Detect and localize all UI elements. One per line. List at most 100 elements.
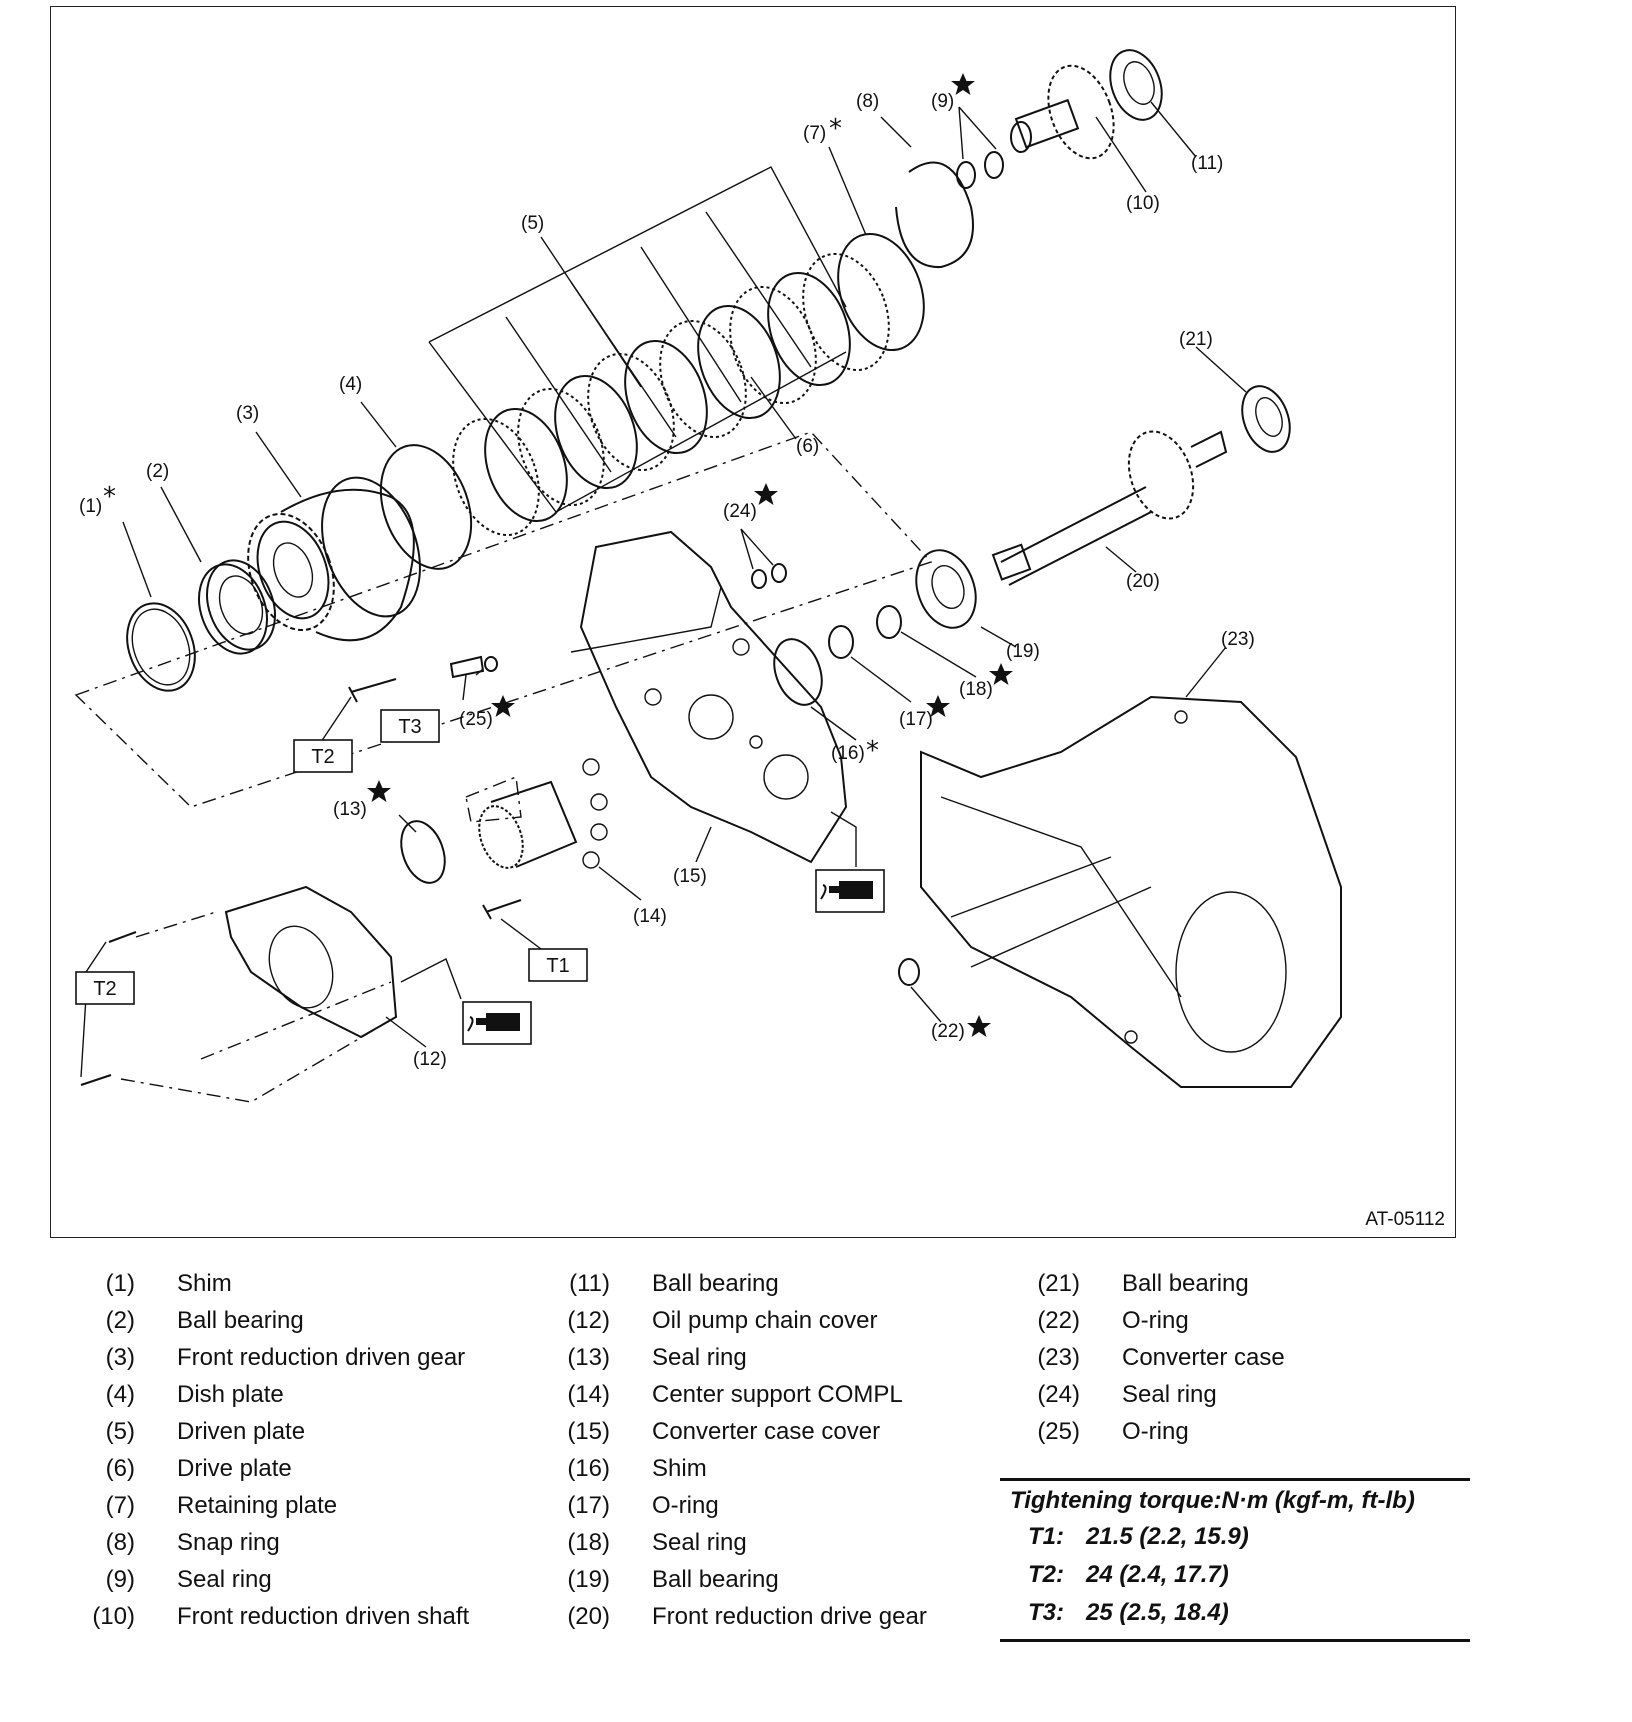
legend-item-number: (15) (567, 1418, 610, 1445)
part-oil-pump-chain-cover-12 (120, 885, 398, 1103)
callout-19: (19) (1006, 641, 1040, 662)
legend-item-name: Front reduction driven shaft (177, 1603, 470, 1630)
sealant-icon (815, 869, 885, 913)
part-retaining-plate-7 (837, 232, 925, 352)
legend-item-name: Seal ring (652, 1344, 747, 1371)
callout-22: (22) (931, 1021, 965, 1042)
alignment-line-upper (74, 431, 933, 808)
legend-item-number: (14) (567, 1381, 610, 1408)
callout-14: (14) (633, 906, 667, 927)
star-mark-icon (967, 1015, 991, 1037)
part-shim-16 (773, 638, 823, 706)
torque-key: T2: (1028, 1561, 1064, 1588)
legend-item-number: (5) (105, 1418, 135, 1445)
torque-value: 25 (2.5, 18.4) (1086, 1599, 1229, 1626)
legend-item-name: Drive plate (177, 1455, 292, 1482)
legend-item-name: Ball bearing (652, 1566, 779, 1593)
legend-item-number: (17) (567, 1492, 610, 1519)
svg-text:T1: T1 (546, 955, 569, 977)
torque-tag-t3: T3 (380, 709, 440, 743)
legend-item-number: (22) (1037, 1307, 1080, 1334)
leader-lines (80, 101, 1247, 1078)
part-driven-shaft-10 (1010, 64, 1115, 160)
part-ball-bearing-11 (1109, 49, 1163, 121)
part-seal-ring-24b (771, 563, 787, 583)
callout-5: (5) (521, 213, 544, 234)
legend-item-number: (25) (1037, 1418, 1080, 1445)
part-seal-ring-24a (751, 569, 767, 589)
asterisk-mark-icon: * (829, 114, 842, 144)
callout-21: (21) (1179, 329, 1213, 350)
part-converter-case-cover-15 (570, 530, 848, 864)
legend-item-name: O-ring (1122, 1307, 1189, 1334)
part-seal-ring-13 (400, 820, 446, 884)
legend-item-name: Ball bearing (652, 1270, 779, 1297)
legend-item-name: Oil pump chain cover (652, 1307, 878, 1334)
part-plate-stack (428, 166, 890, 537)
part-seal-ring-9a (956, 161, 976, 189)
legend-item-name: Converter case cover (652, 1418, 881, 1445)
svg-text:T2: T2 (311, 746, 334, 768)
torque-value: 21.5 (2.2, 15.9) (1086, 1523, 1249, 1550)
callout-8: (8) (856, 91, 879, 112)
part-center-support-14 (465, 758, 608, 869)
part-drive-gear-20 (991, 430, 1228, 586)
part-snap-ring-8 (895, 161, 974, 269)
parts-legend: (1)Shim(2)Ball bearing(3)Front reduction… (0, 1270, 1632, 1690)
part-ball-bearing-19 (915, 549, 977, 629)
torque-title: Tightening torque:N·m (kgf-m, ft-lb) (1010, 1487, 1415, 1514)
part-ball-bearing-2 (198, 559, 276, 655)
torque-row-t1: T1:21.5 (2.2, 15.9) (1028, 1523, 1249, 1551)
legend-item-number: (21) (1037, 1270, 1080, 1297)
star-mark-icon (367, 780, 391, 802)
torque-tag-t1: T1 (528, 948, 588, 982)
legend-item-number: (23) (1037, 1344, 1080, 1371)
callout-23: (23) (1221, 629, 1255, 650)
legend-item-name: Shim (177, 1270, 232, 1297)
part-seal-ring-9b (984, 151, 1004, 179)
diagram-canvas: (1) (2) (3) (4) (5) (6) (7) (8) (9) (10)… (74, 49, 1342, 1103)
part-dish-plate-4 (379, 444, 473, 570)
torque-value: 24 (2.4, 17.7) (1086, 1561, 1229, 1588)
legend-item-number: (12) (567, 1307, 610, 1334)
callout-24: (24) (723, 501, 757, 522)
legend-item-number: (19) (567, 1566, 610, 1593)
figure-id: AT-05112 (1365, 1209, 1445, 1230)
callout-20: (20) (1126, 571, 1160, 592)
part-seal-ring-18 (876, 605, 902, 639)
callout-3: (3) (236, 403, 259, 424)
legend-item-number: (16) (567, 1455, 610, 1482)
legend-item-number: (11) (569, 1270, 610, 1297)
legend-item-name: Ball bearing (1122, 1270, 1249, 1297)
legend-item-number: (2) (105, 1307, 135, 1334)
legend-item-number: (13) (567, 1344, 610, 1371)
torque-table: Tightening torque:N·m (kgf-m, ft-lb) T1:… (1000, 1478, 1470, 1642)
callout-12: (12) (413, 1049, 447, 1070)
legend-item-number: (7) (105, 1492, 135, 1519)
part-ball-bearing-21 (1241, 385, 1291, 453)
torque-tag-t2-lower: T2 (75, 971, 135, 1005)
part-o-ring-17 (828, 625, 854, 659)
asterisk-mark-icon: * (866, 736, 879, 766)
svg-text:T3: T3 (398, 716, 421, 738)
callout-15: (15) (673, 866, 707, 887)
legend-item-name: Ball bearing (177, 1307, 304, 1334)
callout-2: (2) (146, 461, 169, 482)
legend-item-name: Converter case (1122, 1344, 1285, 1371)
callout-18: (18) (959, 679, 993, 700)
legend-item-name: Seal ring (1122, 1381, 1217, 1408)
legend-item-number: (10) (92, 1603, 135, 1630)
part-o-ring-25 (484, 656, 498, 672)
callout-9: (9) (931, 91, 954, 112)
callout-4: (4) (339, 374, 362, 395)
legend-item-name: Dish plate (177, 1381, 284, 1408)
legend-item-name: Front reduction drive gear (652, 1603, 927, 1630)
svg-text:T2: T2 (93, 978, 116, 1000)
legend-item-name: Shim (652, 1455, 707, 1482)
torque-row-t3: T3:25 (2.5, 18.4) (1028, 1599, 1229, 1627)
bolt-t2-lower-a (108, 931, 137, 943)
legend-item-number: (1) (105, 1270, 135, 1297)
star-mark-icon (491, 695, 515, 717)
part-o-ring-22 (898, 958, 920, 986)
torque-row-t2: T2: 24 (2.4, 17.7) (1028, 1561, 1229, 1589)
